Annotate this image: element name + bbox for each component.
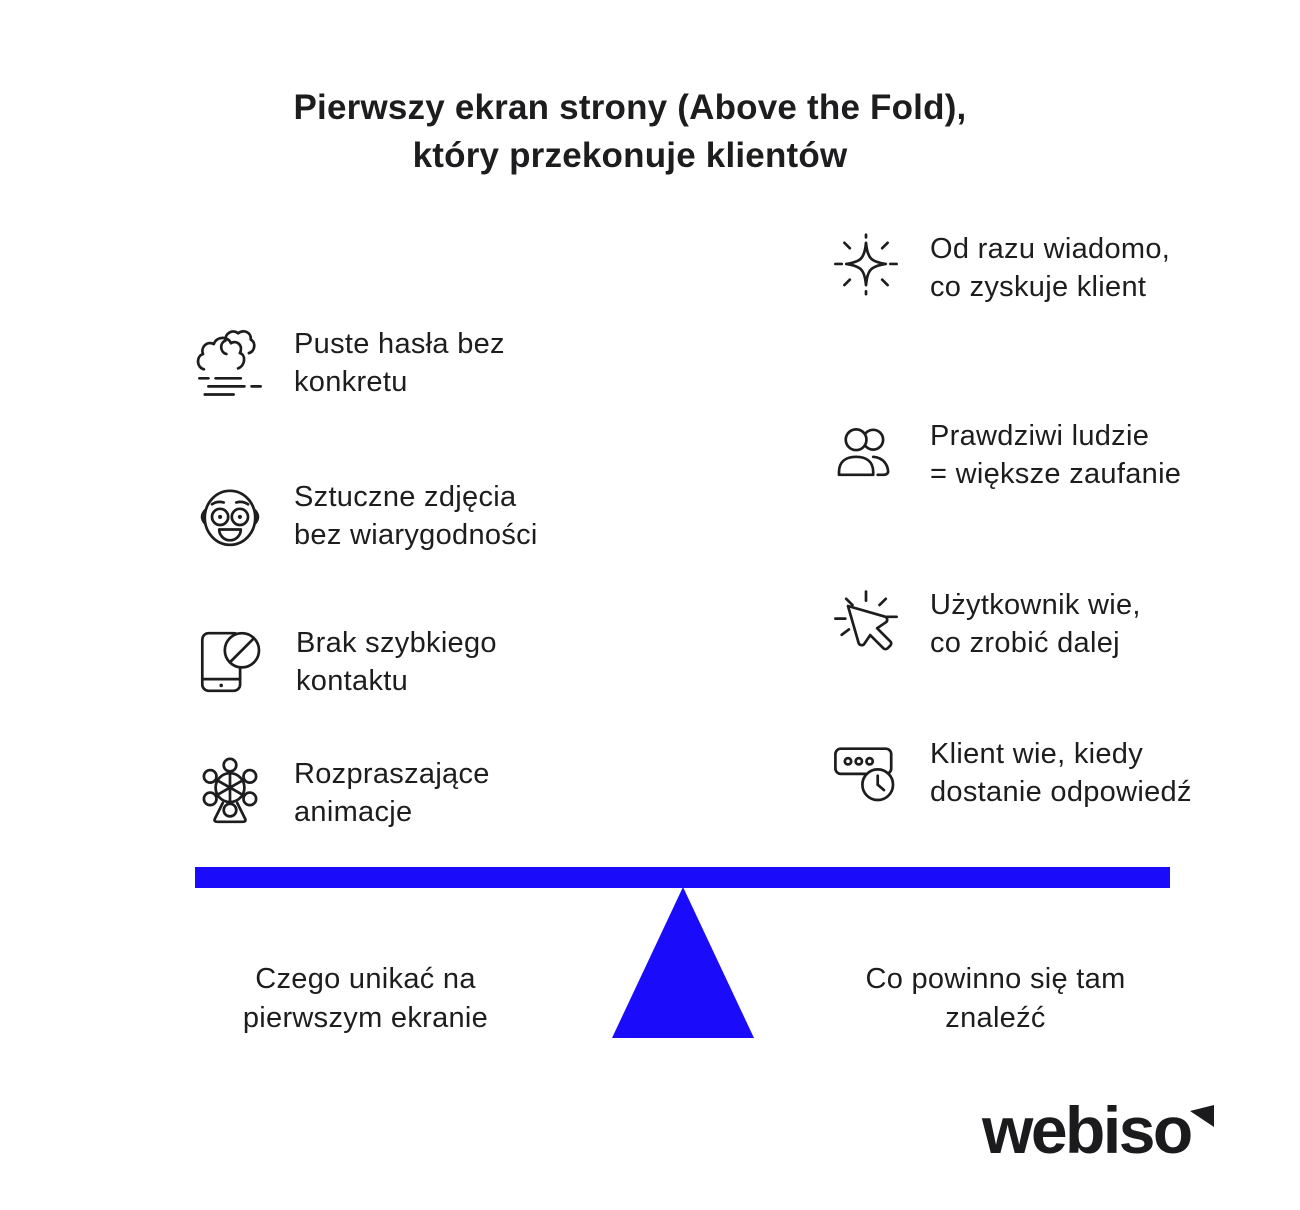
title-line-2: który przekonuje klientów <box>412 136 848 175</box>
avoid-item-animations: Rozpraszające animacje <box>194 751 490 835</box>
good-column-caption: Co powinno się tam znaleźć <box>798 960 1193 1038</box>
item-label: Prawdziwi ludzie = większe zaufanie <box>930 417 1181 493</box>
label-line: Od razu wiadomo, <box>930 233 1171 265</box>
label-line: kontaktu <box>296 665 409 697</box>
label-line: konkretu <box>294 366 408 398</box>
seesaw-bar <box>195 867 1170 888</box>
label-line: co zrobić dalej <box>930 627 1120 659</box>
label-line: = większe zaufanie <box>930 458 1182 490</box>
label-line: Puste hasła bez <box>294 328 505 360</box>
avoid-item-fake-photos: Sztuczne zdjęcia bez wiarygodności <box>194 474 538 558</box>
item-label: Rozpraszające animacje <box>294 755 490 831</box>
label-line: Rozpraszające <box>294 758 490 790</box>
label-line: Użytkownik wie, <box>930 589 1141 621</box>
ferris-wheel-icon <box>194 757 266 829</box>
logo-text: webiso <box>982 1093 1193 1167</box>
label-line: dostanie odpowiedź <box>930 776 1192 808</box>
caption-line: Czego unikać na <box>255 963 476 995</box>
avoid-item-empty-slogans: Puste hasła bez konkretu <box>194 321 505 405</box>
seesaw-fulcrum-triangle <box>612 887 754 1038</box>
webiso-logo: webiso <box>982 1097 1215 1163</box>
page-title: Pierwszy ekran strony (Above the Fold), … <box>0 84 1260 180</box>
avoid-column-caption: Czego unikać na pierwszym ekranie <box>168 960 563 1038</box>
message-clock-icon <box>830 737 902 809</box>
two-people-icon <box>830 419 902 491</box>
good-item-clear-next-step: Użytkownik wie, co zrobić dalej <box>830 582 1141 666</box>
good-item-response-time: Klient wie, kiedy dostanie odpowiedź <box>830 731 1192 815</box>
item-label: Klient wie, kiedy dostanie odpowiedź <box>930 735 1192 811</box>
item-label: Sztuczne zdjęcia bez wiarygodności <box>294 478 538 554</box>
click-cursor-icon <box>830 588 902 660</box>
item-label: Od razu wiadomo, co zyskuje klient <box>930 230 1170 306</box>
item-label: Użytkownik wie, co zrobić dalej <box>930 586 1141 662</box>
label-line: Sztuczne zdjęcia <box>294 481 517 513</box>
label-line: co zyskuje klient <box>930 271 1147 303</box>
fog-clouds-icon <box>194 327 266 399</box>
title-line-1: Pierwszy ekran strony (Above the Fold), <box>293 88 967 127</box>
label-line: Prawdziwi ludzie <box>930 420 1150 452</box>
caption-line: pierwszym ekranie <box>242 1002 489 1034</box>
item-label: Puste hasła bez konkretu <box>294 325 505 401</box>
caption-line: Co powinno się tam <box>865 963 1126 995</box>
sparkle-icon <box>830 232 902 304</box>
avoid-item-no-contact: Brak szybkiego kontaktu <box>196 620 497 704</box>
good-item-real-people: Prawdziwi ludzie = większe zaufanie <box>830 413 1181 497</box>
phone-blocked-icon <box>196 626 268 698</box>
caption-line: znaleźć <box>945 1002 1046 1034</box>
label-line: bez wiarygodności <box>294 519 538 551</box>
label-line: animacje <box>294 796 413 828</box>
naive-face-icon <box>194 480 266 552</box>
item-label: Brak szybkiego kontaktu <box>296 624 497 700</box>
label-line: Brak szybkiego <box>296 627 497 659</box>
good-item-clear-value: Od razu wiadomo, co zyskuje klient <box>830 226 1170 310</box>
logo-arrow-mark <box>1189 1105 1214 1127</box>
label-line: Klient wie, kiedy <box>930 738 1144 770</box>
